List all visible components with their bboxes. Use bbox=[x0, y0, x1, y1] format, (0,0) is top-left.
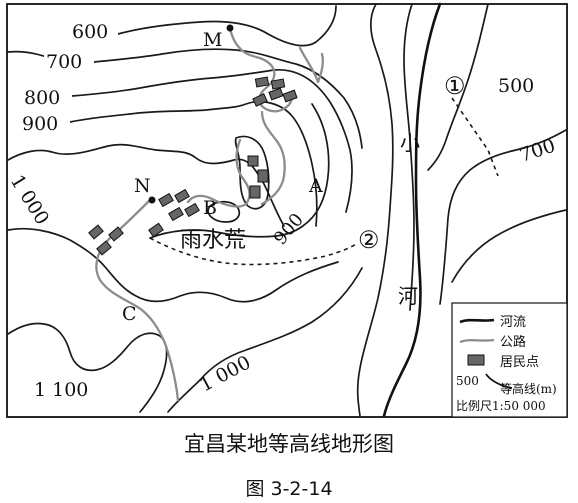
contour-inner-loop-a bbox=[234, 135, 270, 210]
contour-900 bbox=[69, 100, 318, 227]
dashed-line-1 bbox=[451, 97, 499, 177]
contour-1000-bottom bbox=[167, 267, 363, 413]
river-label-char-2: 河 bbox=[398, 284, 418, 308]
contour-600 bbox=[117, 5, 337, 47]
settlement-block bbox=[268, 87, 284, 101]
settlement-block bbox=[249, 185, 261, 199]
contour-label-900: 900 bbox=[22, 113, 58, 135]
point-label-n: N bbox=[134, 175, 151, 197]
settlement-block bbox=[254, 76, 270, 88]
point-label-c: C bbox=[122, 303, 137, 325]
settlement-block bbox=[174, 188, 190, 204]
legend-contour-label: 等高线(m) bbox=[500, 381, 557, 396]
legend-contour-swatch bbox=[485, 373, 513, 389]
marker-2: ② bbox=[358, 226, 380, 254]
settlement-block bbox=[108, 226, 124, 242]
settlement-block bbox=[184, 202, 200, 218]
road-right-branch bbox=[298, 46, 324, 84]
contour-label-600: 600 bbox=[72, 21, 108, 43]
map-border bbox=[6, 3, 568, 418]
contour-right-lower bbox=[451, 209, 567, 283]
point-label-b: B bbox=[203, 197, 217, 219]
road-main bbox=[228, 26, 294, 113]
settlement-block bbox=[257, 169, 269, 183]
river bbox=[382, 2, 442, 418]
contour-lines bbox=[7, 3, 567, 417]
dashed-line-2 bbox=[149, 237, 357, 266]
legend-river-swatch bbox=[459, 318, 495, 324]
contour-inner-loop-b bbox=[207, 200, 241, 223]
legend-scale: 比例尺1:50 000 bbox=[456, 399, 546, 413]
river-label-char-1: 小 bbox=[400, 131, 420, 155]
legend-settlement-label: 居民点 bbox=[500, 355, 539, 370]
road-to-b bbox=[186, 138, 251, 208]
settlement-block bbox=[168, 206, 184, 222]
figure-number: 图 3-2-14 bbox=[245, 478, 333, 500]
settlement-block bbox=[88, 224, 104, 240]
contour-label-1100: 1 100 bbox=[34, 379, 88, 401]
contour-900-inner bbox=[149, 103, 330, 239]
settlement-block bbox=[96, 240, 112, 256]
settlement-block bbox=[270, 78, 286, 90]
contour-500 bbox=[427, 3, 489, 171]
point-label-m: M bbox=[203, 29, 222, 51]
contour-right-mid bbox=[403, 3, 415, 311]
legend-road-swatch bbox=[459, 338, 495, 344]
marker-1: ① bbox=[444, 72, 466, 100]
contour-label-700-right: 700 bbox=[517, 135, 558, 167]
contour-label-1000-bottom: 1 000 bbox=[196, 351, 254, 396]
settlement-block bbox=[158, 192, 174, 208]
contour-label-900-inner: 900 bbox=[270, 209, 308, 249]
settlement-block bbox=[282, 89, 298, 103]
settlements bbox=[88, 76, 298, 256]
point-label-a: A bbox=[308, 175, 323, 197]
settlement-block bbox=[252, 93, 268, 107]
contour-1000-mid bbox=[7, 227, 339, 303]
legend-settlement-swatch bbox=[467, 354, 485, 366]
legend-river-label: 河流 bbox=[500, 315, 526, 330]
point-n-dot bbox=[148, 196, 156, 204]
settlement-block bbox=[148, 222, 164, 238]
contour-label-500: 500 bbox=[498, 75, 534, 97]
contour-label-800: 800 bbox=[24, 87, 60, 109]
legend-road-label: 公路 bbox=[500, 334, 526, 350]
contour-right-upper bbox=[356, 3, 394, 417]
contour-label-700: 700 bbox=[46, 51, 82, 73]
contour-700-right bbox=[439, 129, 567, 305]
place-label: 雨水荒 bbox=[180, 228, 246, 253]
point-m-dot bbox=[226, 24, 234, 32]
legend: 河流 公路 居民点 500 等高线(m) 比例尺1:50 000 bbox=[451, 302, 568, 418]
legend-contour-value: 500 bbox=[456, 374, 479, 388]
contour-1100 bbox=[7, 322, 168, 413]
map-title: 宜昌某地等高线地形图 bbox=[184, 432, 394, 456]
settlement-block bbox=[247, 155, 259, 167]
contour-label-1000-left: 1 000 bbox=[6, 171, 53, 229]
road-loop bbox=[260, 110, 286, 206]
